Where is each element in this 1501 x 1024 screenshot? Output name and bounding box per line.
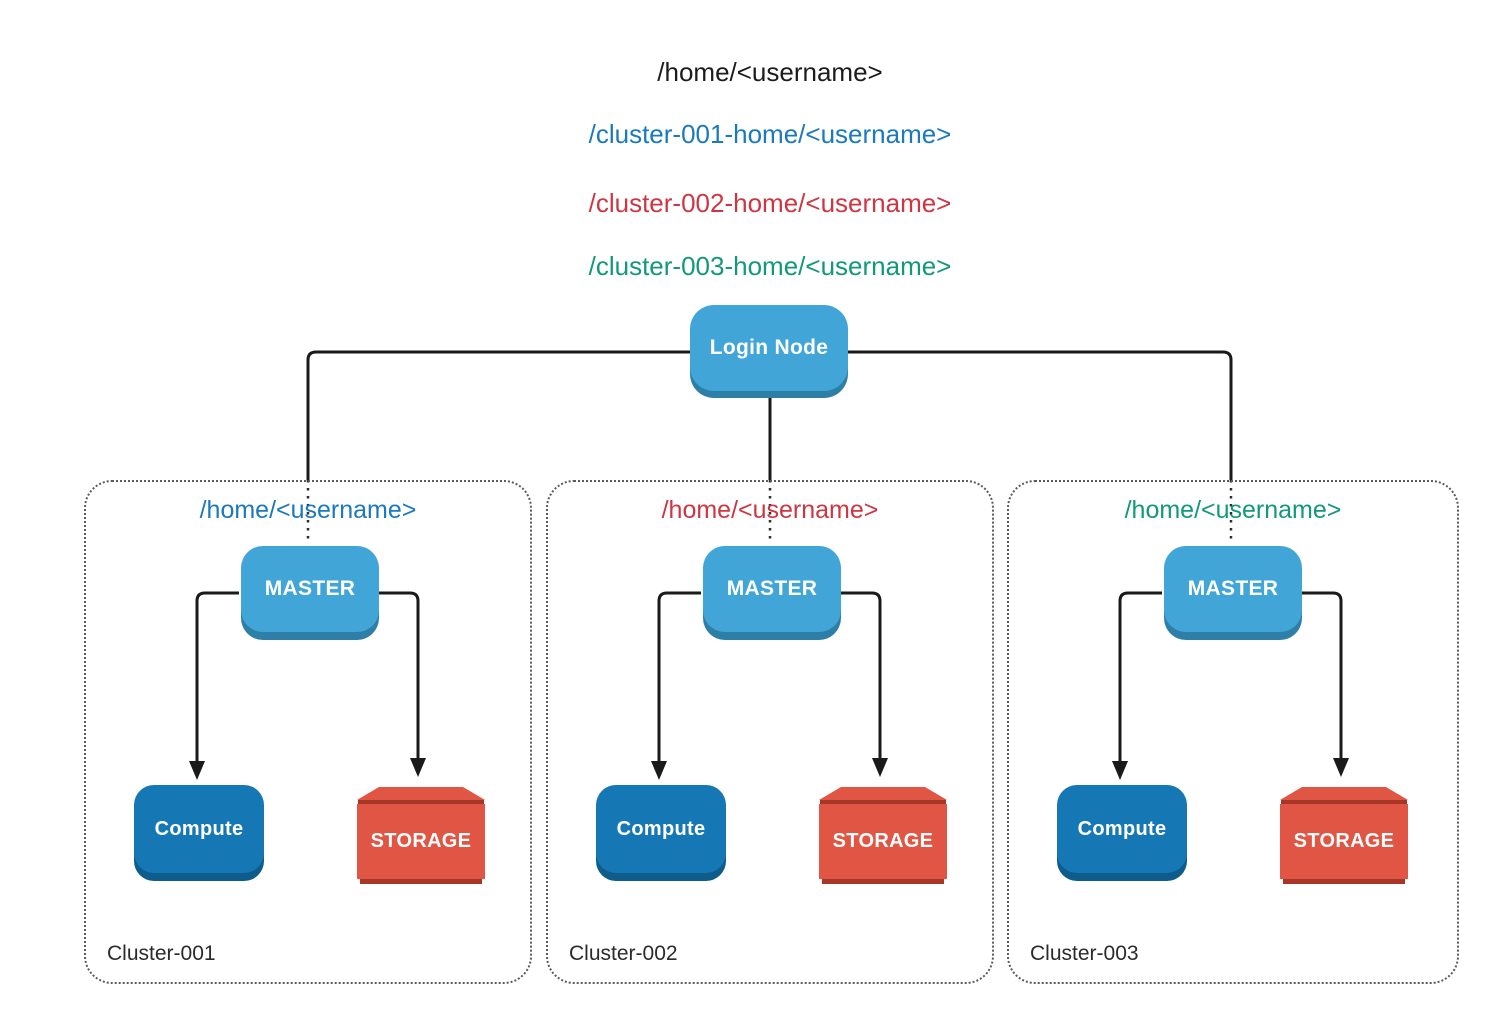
cluster-002-home-path: /home/<username> bbox=[661, 496, 879, 524]
arrowhead-compute3 bbox=[1112, 761, 1128, 780]
storage-lid-shape bbox=[819, 787, 947, 800]
storage-lid-shape bbox=[357, 787, 485, 800]
cluster-003-compute-node: Compute bbox=[1057, 785, 1187, 873]
path-label-cluster-003-home: /cluster-003-home/<username> bbox=[588, 251, 952, 281]
storage-bar-shape bbox=[1281, 800, 1407, 804]
login-node: Login Node bbox=[690, 305, 848, 391]
master-label: MASTER bbox=[726, 577, 818, 600]
arrowhead-storage1 bbox=[410, 758, 426, 777]
storage-body-shape: STORAGE bbox=[357, 804, 485, 879]
storage-strip-shape bbox=[360, 879, 482, 884]
cluster-001-name-label: Cluster-001 bbox=[107, 942, 216, 965]
arrowhead-compute2 bbox=[651, 761, 667, 780]
cluster-002-compute-node: Compute bbox=[596, 785, 726, 873]
cluster-001-home-path: /home/<username> bbox=[199, 496, 417, 524]
cluster-003-name-label: Cluster-003 bbox=[1030, 942, 1139, 965]
storage-bar-shape bbox=[358, 800, 484, 804]
storage-strip-shape bbox=[1283, 879, 1405, 884]
storage-lid-shape bbox=[1280, 787, 1408, 800]
cluster-001-frame: /home/<username> MASTER Compute STORAGE … bbox=[84, 480, 532, 984]
connector-master1-storage bbox=[377, 591, 420, 759]
master-label: MASTER bbox=[264, 577, 356, 600]
storage-label: STORAGE bbox=[832, 830, 934, 852]
connector-master3-storage bbox=[1300, 591, 1343, 759]
arrowhead-compute1 bbox=[189, 761, 205, 780]
storage-body-shape: STORAGE bbox=[1280, 804, 1408, 879]
connector-master3-compute bbox=[1118, 591, 1162, 762]
cluster-002-frame: /home/<username> MASTER Compute STORAGE … bbox=[546, 480, 994, 984]
cluster-003-home-path: /home/<username> bbox=[1124, 496, 1342, 524]
arrowhead-storage3 bbox=[1333, 758, 1349, 777]
storage-label: STORAGE bbox=[370, 830, 472, 852]
cluster-002-storage-node: STORAGE bbox=[819, 787, 947, 884]
connector-master2-storage bbox=[839, 591, 882, 759]
compute-label: Compute bbox=[154, 817, 244, 840]
compute-label: Compute bbox=[1077, 817, 1167, 840]
cluster-003-master-node: MASTER bbox=[1164, 546, 1302, 632]
connector-login-to-cluster1 bbox=[306, 350, 690, 480]
cluster-003-storage-node: STORAGE bbox=[1280, 787, 1408, 884]
login-node-label: Login Node bbox=[709, 336, 829, 359]
compute-label: Compute bbox=[616, 817, 706, 840]
connector-master1-compute bbox=[195, 591, 239, 762]
path-label-cluster-001-home: /cluster-001-home/<username> bbox=[588, 119, 952, 149]
connector-login-to-cluster3 bbox=[848, 350, 1233, 480]
storage-body-shape: STORAGE bbox=[819, 804, 947, 879]
cluster-002-name-label: Cluster-002 bbox=[569, 942, 678, 965]
connector-master2-compute bbox=[657, 591, 701, 762]
storage-bar-shape bbox=[820, 800, 946, 804]
cluster-001-compute-node: Compute bbox=[134, 785, 264, 873]
cluster-002-master-node: MASTER bbox=[703, 546, 841, 632]
storage-label: STORAGE bbox=[1293, 830, 1395, 852]
path-label-cluster-002-home: /cluster-002-home/<username> bbox=[588, 188, 952, 218]
cluster-003-frame: /home/<username> MASTER Compute STORAGE … bbox=[1007, 480, 1459, 984]
cluster-001-storage-node: STORAGE bbox=[357, 787, 485, 884]
arrowhead-storage2 bbox=[872, 758, 888, 777]
master-label: MASTER bbox=[1187, 577, 1279, 600]
path-label-home: /home/<username> bbox=[657, 57, 883, 87]
cluster-001-master-node: MASTER bbox=[241, 546, 379, 632]
storage-strip-shape bbox=[822, 879, 944, 884]
